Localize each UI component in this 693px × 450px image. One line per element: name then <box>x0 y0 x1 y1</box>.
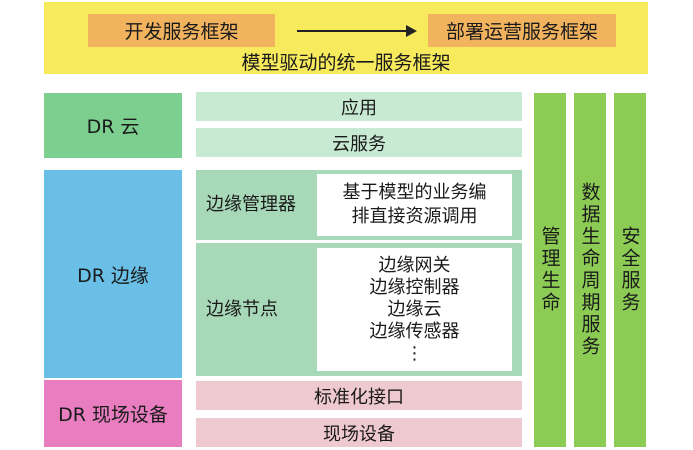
edge-manager-label: 边缘管理器 <box>206 194 296 215</box>
edge-manager-line: 基于模型的业务编 <box>342 182 487 203</box>
edge-manager-line: 排直接资源调用 <box>351 206 478 227</box>
standard-interface-layer: 标准化接口 <box>196 381 522 410</box>
right-arrow-icon <box>297 25 417 37</box>
edge-manager-block: 边缘管理器 基于模型的业务编 排直接资源调用 <box>196 170 522 240</box>
dr-field-label: DR 现场设备 <box>44 380 182 447</box>
dr-edge-label: DR 边缘 <box>44 170 182 378</box>
edge-manager-panel: 基于模型的业务编 排直接资源调用 <box>317 174 512 236</box>
data-lifecycle-column: 数据生命周期服务 <box>574 93 606 447</box>
edge-node-item: 边缘控制器 <box>369 276 460 298</box>
cloud-service-layer: 云服务 <box>196 128 522 157</box>
edge-node-item: 边缘云 <box>387 298 442 320</box>
edge-node-block: 边缘节点 边缘网关 边缘控制器 边缘云 边缘传感器 ⋮ <box>196 243 522 376</box>
field-device-layer: 现场设备 <box>196 418 522 447</box>
edge-node-panel: 边缘网关 边缘控制器 边缘云 边缘传感器 ⋮ <box>317 248 512 371</box>
dev-service-framework-box: 开发服务框架 <box>88 14 275 47</box>
band-caption: 模型驱动的统一服务框架 <box>241 52 451 74</box>
deploy-ops-framework-box: 部署运营服务框架 <box>428 14 616 47</box>
dr-cloud-label: DR 云 <box>44 93 182 158</box>
management-lifecycle-column: 管理生命 <box>534 93 566 447</box>
edge-node-item: 边缘网关 <box>378 254 451 276</box>
app-layer: 应用 <box>196 92 522 121</box>
edge-node-item: 边缘传感器 <box>369 320 460 342</box>
security-service-column: 安全服务 <box>614 93 646 447</box>
edge-node-label: 边缘节点 <box>206 298 278 320</box>
vertical-ellipsis-icon: ⋮ <box>405 342 424 364</box>
